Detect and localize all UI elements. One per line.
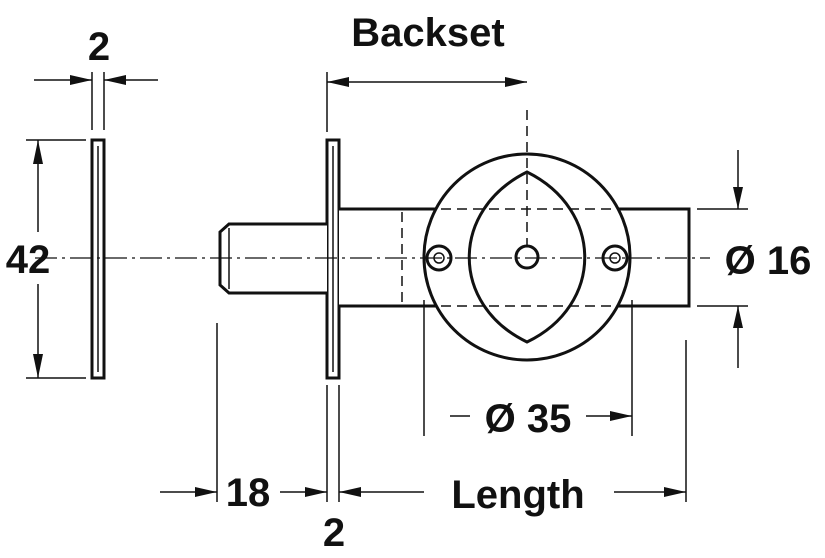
dim-backset	[326, 72, 527, 132]
label-plate-thickness-bottom: 2	[323, 511, 345, 555]
dim-bolt-diameter	[697, 150, 748, 368]
dim-plate-top	[34, 72, 158, 130]
main-plate	[325, 138, 341, 380]
dim-projection	[160, 323, 327, 502]
dim-plate-bottom	[326, 385, 340, 502]
label-backset: Backset	[351, 11, 504, 55]
left-plate	[90, 138, 106, 380]
label-projection: 18	[226, 471, 271, 515]
label-bolt-diameter: Ø 16	[725, 239, 812, 283]
dim-length	[339, 340, 687, 502]
label-length: Length	[451, 473, 584, 517]
label-height: 42	[6, 238, 51, 282]
label-plate-thickness-top: 2	[88, 25, 110, 69]
hidden-edges	[345, 110, 628, 307]
dim-height	[26, 139, 86, 379]
dim-rose-diameter	[423, 300, 633, 436]
rose	[422, 152, 632, 362]
label-rose-diameter: Ø 35	[485, 397, 572, 441]
